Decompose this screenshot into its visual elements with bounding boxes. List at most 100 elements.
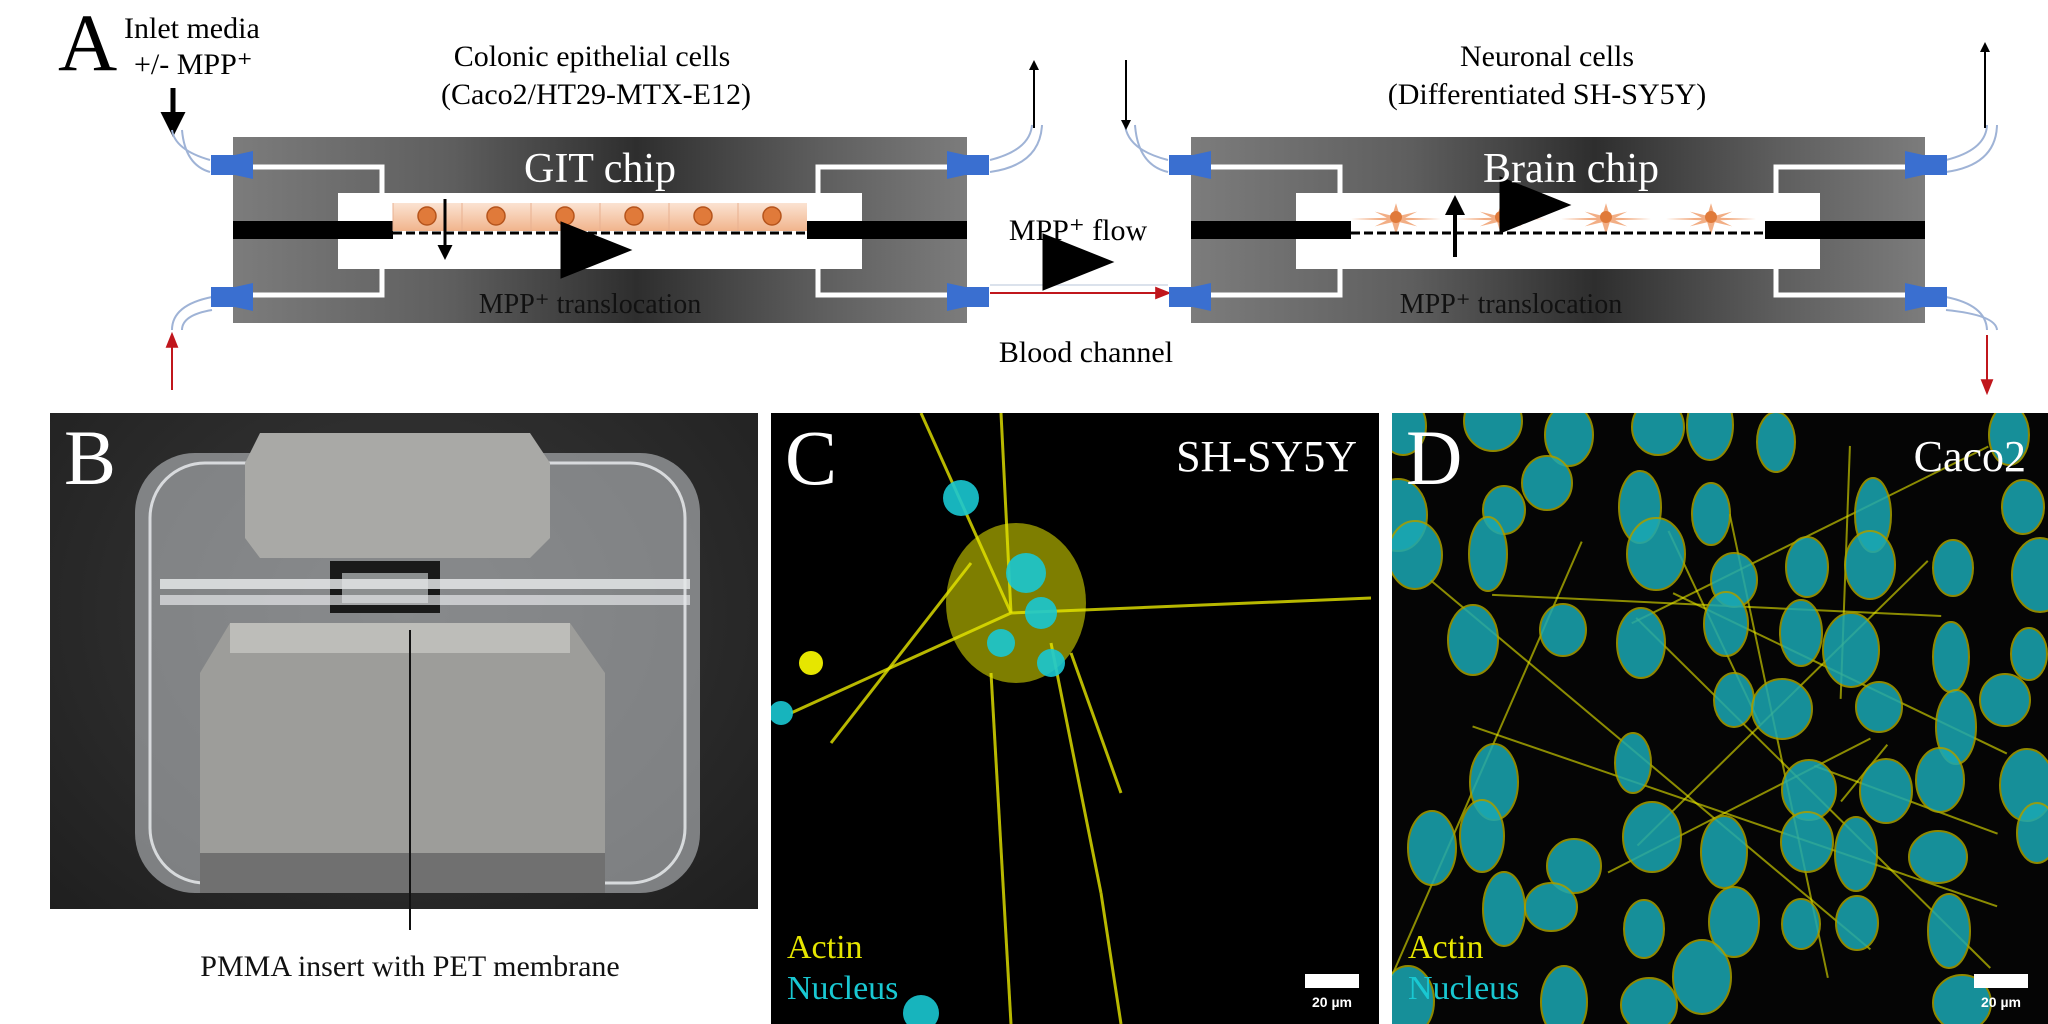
epithelial-cell-nucleus [417,206,437,226]
nucleus [1686,413,1734,461]
nucleus [1540,965,1588,1024]
bottom-metal-clamp [200,623,605,883]
brain-cells-sublabel: (Differentiated SH-SY5Y) [1388,78,1707,111]
nucleus [1006,553,1046,593]
nucleus [1544,413,1594,467]
nucleus [1785,536,1829,598]
panel-a-label: A [58,0,117,88]
epithelial-cell-nucleus [624,206,644,226]
connector [1905,283,1947,311]
connector [947,283,989,311]
nucleus [1392,520,1443,590]
panel-b-label: B [64,414,117,501]
tubing [171,124,1998,331]
nucleus [1915,747,1965,813]
nucleus [1781,898,1821,950]
neuron-fluorescence-image [771,413,1372,1024]
caption-pointer-line [409,630,411,930]
nucleus [1756,413,1796,473]
epithelial-cell-nucleus [555,206,575,226]
nucleus [2011,537,2048,613]
legend-actin: Actin [1408,929,1484,967]
brain-chip: Brain chip MPP⁺ translocation [1169,137,1947,323]
legend-nucleus: Nucleus [1408,970,1520,1008]
git-chip-label: GIT chip [524,146,676,192]
inlet-media-label: Inlet media [124,12,260,45]
connector [947,151,989,179]
neurite [1049,642,1103,894]
panel-c-legend: Actin Nucleus [787,928,898,1010]
nucleus [1025,597,1057,629]
nucleus [1700,815,1748,889]
nucleus [1691,482,1731,546]
nucleus [1932,539,1974,597]
neuron-nucleus [1705,211,1717,223]
nucleus [1855,681,1903,733]
nucleus [1751,678,1813,740]
nucleus [1037,649,1065,677]
git-cells-label: Colonic epithelial cells [454,40,731,73]
nucleus [1713,672,1755,728]
nucleus [1779,599,1823,667]
nucleus [903,995,939,1024]
legend-actin: Actin [787,929,863,967]
nucleus [771,701,793,725]
scale-bar-label: 20 µm [1312,994,1352,1010]
scale-bar: 20 µm [1305,974,1359,1010]
nucleus [1631,413,1685,456]
nucleus [1932,621,1970,693]
chip-photo-illustration [135,433,700,893]
cell-body [946,523,1086,683]
nucleus [1616,607,1666,679]
nucleus [1623,899,1665,959]
epithelial-cell-nucleus [486,206,506,226]
nucleus [1521,455,1573,511]
nucleus [1622,801,1682,873]
neuron-nucleus [1600,211,1612,223]
git-translocation-label: MPP⁺ translocation [479,289,701,320]
nucleus [1780,811,1834,873]
legend-nucleus: Nucleus [787,970,899,1008]
actin-filament [1631,445,1989,625]
nucleus [1822,612,1880,688]
nucleus [1539,603,1587,657]
neurite [1069,652,1123,794]
connector [1169,283,1211,311]
connector [211,151,253,179]
scale-bar: 20 µm [1974,974,2028,1010]
nucleus [1834,816,1878,892]
nucleus [1672,939,1732,1015]
nucleus [1407,810,1457,886]
panel-a-schematic: A Inlet media +/- MPP⁺ Colonic epithelia… [58,0,1998,396]
nucleus [1979,673,2031,727]
brain-cells-label: Neuronal cells [1460,40,1634,73]
nucleus [2001,479,2045,535]
neuron-nucleus [1495,211,1507,223]
nucleus [1703,591,1749,657]
pmma-insert-caption: PMMA insert with PET membrane [200,950,620,983]
panel-b-chip-photo: B [50,413,758,909]
connector [1905,151,1947,179]
nucleus [1988,413,2030,466]
top-metal-clamp [245,433,550,558]
nucleus [2010,627,2048,681]
panel-c-title: SH-SY5Y [1176,432,1357,481]
nucleus [987,629,1015,657]
panel-d-label: D [1406,414,1463,501]
scale-bar-label: 20 µm [1981,994,2021,1010]
nucleus [943,480,979,516]
inlet-mpp-label: +/- MPP⁺ [134,48,253,81]
nucleus [1908,830,1968,884]
panel-d-title: Caco2 [1913,432,2026,481]
epithelial-cell-nucleus [762,206,782,226]
nucleus [1859,758,1913,824]
nucleus [1844,530,1896,600]
nucleus [1524,882,1578,932]
brain-translocation-label: MPP⁺ translocation [1400,289,1622,320]
panel-c-label: C [785,414,838,501]
panel-d-legend: Actin Nucleus [1408,928,1519,1010]
actin-filament [1472,725,1998,908]
nucleus [1546,838,1602,894]
blood-channel-label: Blood channel [999,336,1173,369]
caco2-fluorescence-image [1392,413,2048,1024]
